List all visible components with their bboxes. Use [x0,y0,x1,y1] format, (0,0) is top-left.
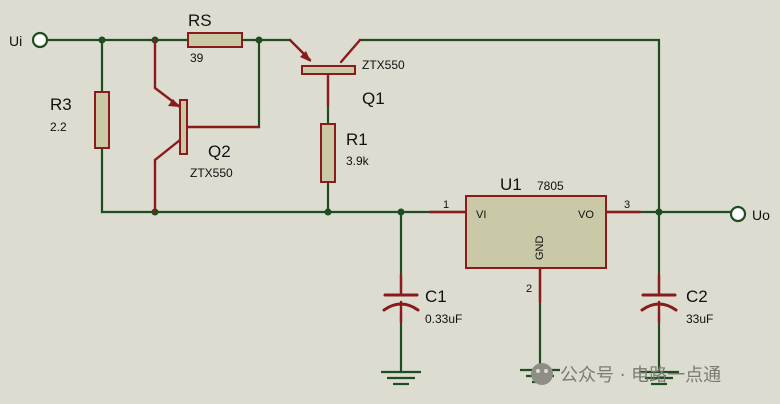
q2-part: ZTX550 [190,166,233,180]
r1-ref: R1 [346,130,368,149]
resistor-r1 [320,123,336,183]
rs-ref: RS [188,11,212,30]
capacitor-c2 [640,273,678,324]
q1-ref: Q1 [362,89,385,108]
u1-pin-vo: VO [578,209,594,221]
u1-pin1-number: 1 [443,199,449,211]
transistor-q1 [288,38,362,107]
capacitor-c1 [382,273,420,324]
ground-c1 [381,370,421,386]
u1-pin-vi: VI [476,209,486,221]
ground-c2 [639,370,679,386]
q1-part: ZTX550 [362,58,405,72]
transistor-q2 [153,38,261,214]
input-terminal-label: Ui [9,33,22,49]
r3-value: 2.2 [50,120,67,134]
resistor-rs [187,32,243,48]
u1-part: 7805 [537,179,564,193]
output-terminal [729,205,747,223]
q2-ref: Q2 [208,142,231,161]
u1-pin3-number: 3 [624,199,630,211]
input-terminal [31,31,49,49]
u1-ref: U1 [500,175,522,194]
r3-ref: R3 [50,95,72,114]
watermark: 公众号 · 电路一点通 [531,363,721,386]
r1-value: 3.9k [346,154,370,168]
u1-pin-gnd: GND [534,236,546,261]
regulator-u1 [428,195,642,304]
c1-ref: C1 [425,287,447,306]
u1-pin2-number: 2 [526,283,532,295]
c2-value: 33uF [686,312,713,326]
rs-value: 39 [190,51,204,65]
c2-ref: C2 [686,287,708,306]
c1-value: 0.33uF [425,312,462,326]
resistor-r3 [94,91,110,149]
watermark-text: 公众号 · 电路一点通 [560,365,721,386]
output-terminal-label: Uo [752,207,770,223]
